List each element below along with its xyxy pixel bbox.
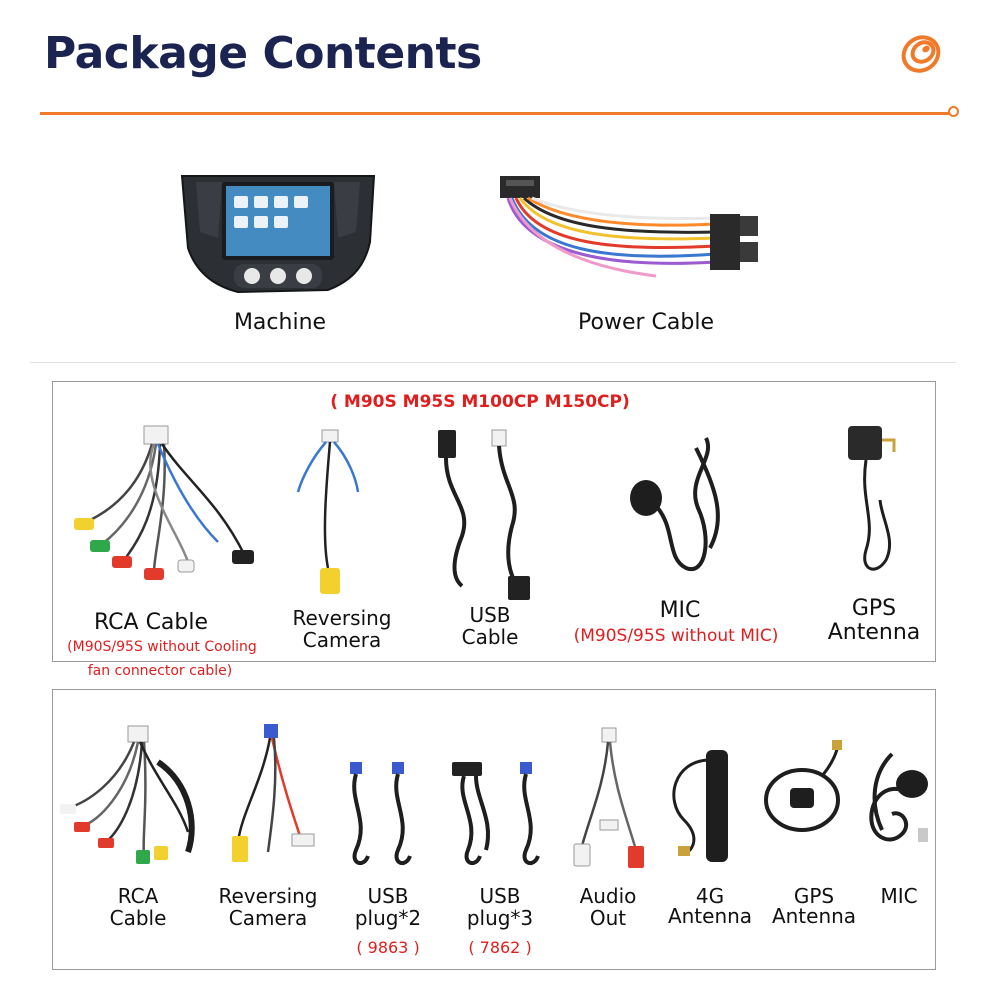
accessory-panel-2 <box>52 689 936 970</box>
audio-out-cable-icon <box>573 727 644 868</box>
usb-cable-label-2: Cable <box>461 625 519 649</box>
4g-antenna-label-2: Antenna <box>667 904 753 928</box>
4g-antenna-label-1: 4G <box>695 884 725 908</box>
p2-rca-cable-label-1: RCA <box>117 884 159 908</box>
audio-out-label-2: Out <box>589 906 627 930</box>
head-unit-icon <box>180 175 376 294</box>
gps-antenna-icon <box>848 426 896 571</box>
microphone-icon <box>869 752 928 842</box>
rca-cable-note-1: (M90S/95S without Cooling <box>67 639 257 655</box>
usb-cable-icon <box>438 429 530 600</box>
reversing-camera-cable-icon <box>232 724 315 862</box>
reversing-camera-label-1: Reversing <box>292 606 392 630</box>
header-rule <box>40 112 952 115</box>
p2-mic-label: MIC <box>880 884 918 908</box>
4g-antenna-icon <box>672 750 728 862</box>
usb-plug3-note: ( 7862 ) <box>468 938 532 957</box>
header-rule-end <box>948 106 959 117</box>
mic-label: MIC <box>659 598 701 623</box>
usb-cable-label-1: USB <box>469 603 511 627</box>
gps-antenna-label-2: Antenna <box>827 620 921 645</box>
usb-plug-icon <box>350 762 412 866</box>
usb-plug-icon <box>452 762 540 866</box>
rca-cable-icon <box>60 725 195 864</box>
usb-plug2-label-1: USB <box>367 884 409 908</box>
microphone-icon <box>630 437 720 572</box>
gps-antenna-icon <box>764 740 842 832</box>
usb-plug2-label-2: plug*2 <box>354 906 422 930</box>
reversing-camera-cable-icon <box>296 429 360 594</box>
usb-plug3-label-1: USB <box>479 884 521 908</box>
p2-gps-antenna-label-2: Antenna <box>771 904 857 928</box>
page-title: Package Contents <box>44 28 482 79</box>
orange-spiral-logo-icon <box>901 35 941 73</box>
accessory-panel-1 <box>52 381 936 662</box>
gps-antenna-label-1: GPS <box>851 596 897 621</box>
usb-plug2-note: ( 9863 ) <box>356 938 420 957</box>
power-harness-icon <box>500 176 758 278</box>
rca-cable-icon <box>74 425 254 580</box>
section-separator <box>30 362 956 363</box>
power-cable-label: Power Cable <box>578 310 714 335</box>
usb-plug3-label-2: plug*3 <box>466 906 534 930</box>
audio-out-label-1: Audio <box>579 884 637 908</box>
p2-gps-antenna-label-1: GPS <box>793 884 835 908</box>
p2-rca-cable-label-2: Cable <box>109 906 167 930</box>
reversing-camera-label-2: Camera <box>302 628 382 652</box>
rca-cable-label: RCA Cable <box>93 610 209 635</box>
mic-note: (M90S/95S without MIC) <box>573 626 779 646</box>
machine-label: Machine <box>233 310 327 335</box>
p2-reversing-camera-label-1: Reversing <box>218 884 318 908</box>
p2-reversing-camera-label-2: Camera <box>228 906 308 930</box>
model-note: ( M90S M95S M100CP M150CP) <box>330 392 630 412</box>
rca-cable-note-2: fan connector cable) <box>87 663 233 679</box>
